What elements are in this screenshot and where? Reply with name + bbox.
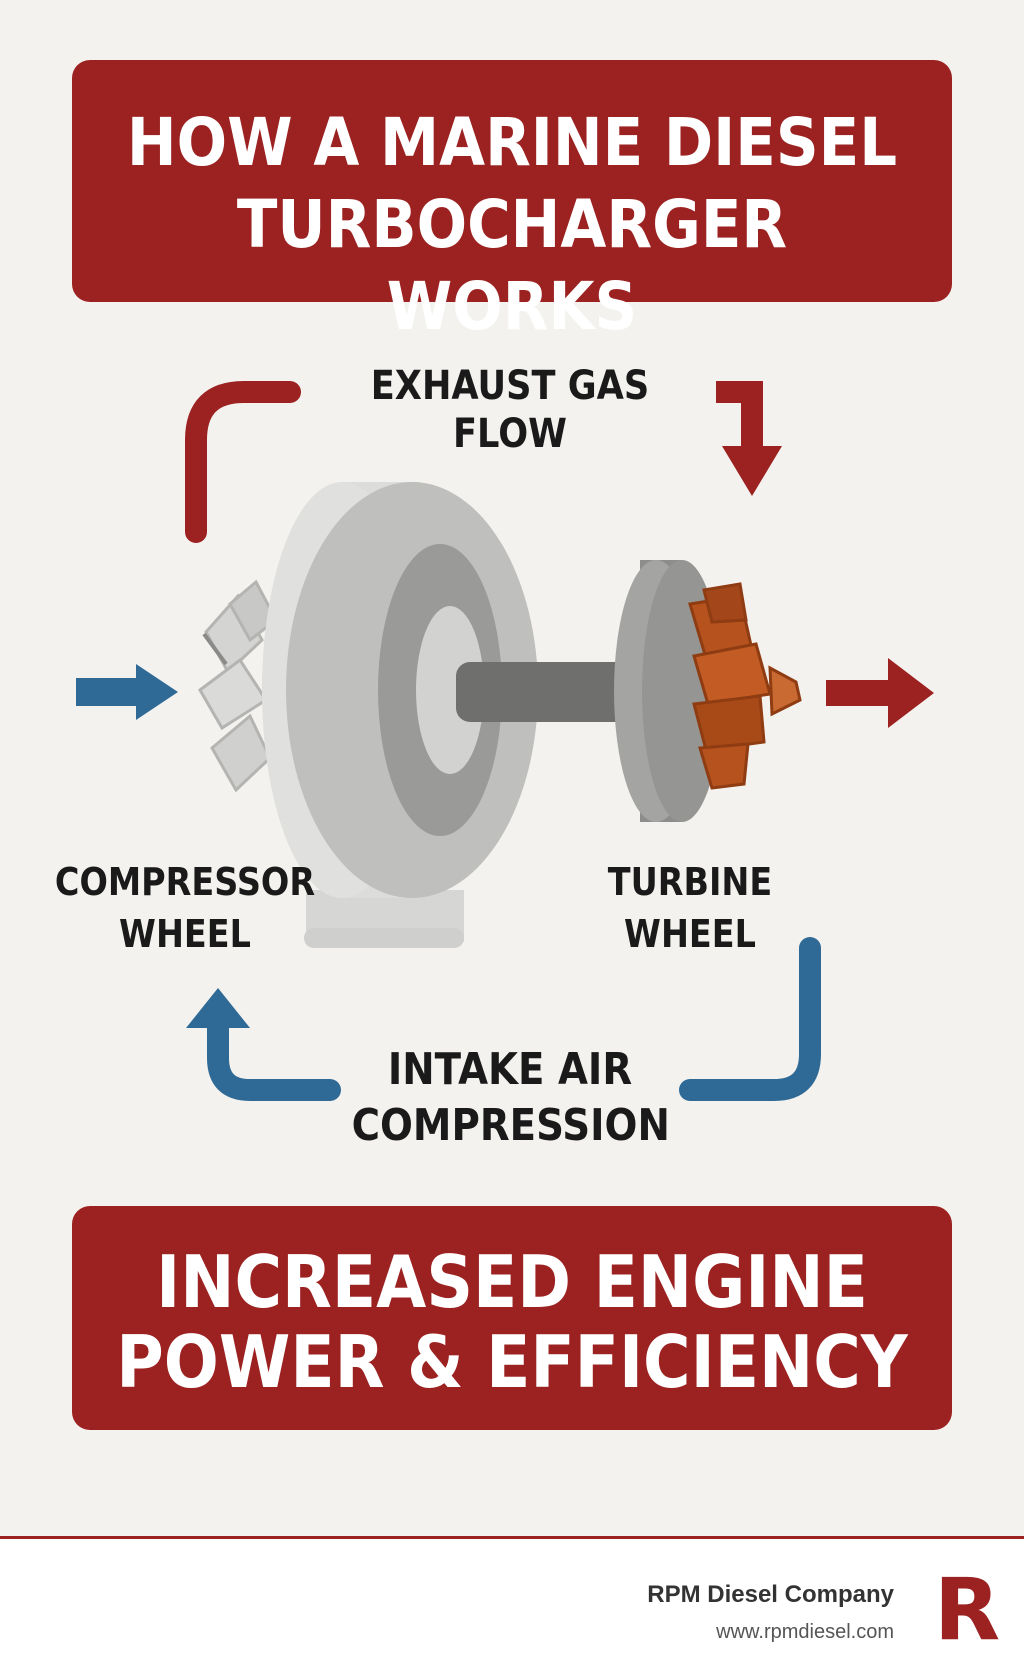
footer-divider bbox=[0, 1536, 1024, 1539]
compressor-label-line-1: COMPRESSOR bbox=[54, 860, 316, 904]
result-line-1: INCREASED ENGINE bbox=[156, 1240, 868, 1324]
logo-letter: R bbox=[934, 1560, 1000, 1649]
title-banner: HOW A MARINE DIESEL TURBOCHARGER WORKS bbox=[72, 60, 952, 345]
result-banner: INCREASED ENGINE POWER & EFFICIENCY bbox=[72, 1206, 952, 1430]
turbo-shaft bbox=[456, 662, 634, 722]
title-line-2: TURBOCHARGER WORKS bbox=[236, 186, 788, 345]
exhaust-flow-arrow-icon bbox=[185, 381, 782, 543]
turbine-label-line-1: TURBINE bbox=[607, 860, 773, 904]
company-name: RPM Diesel Company bbox=[647, 1581, 894, 1608]
compressor-label-line-2: WHEEL bbox=[119, 912, 251, 956]
compressor-housing bbox=[262, 482, 538, 948]
air-in-arrow-icon bbox=[76, 664, 178, 720]
compressor-wheel-label: COMPRESSOR WHEEL bbox=[49, 856, 322, 960]
result-line-2: POWER & EFFICIENCY bbox=[116, 1320, 908, 1404]
intake-flow-arrow-icon bbox=[186, 937, 821, 1101]
turbine-wheel-label: TURBINE WHEEL bbox=[584, 856, 795, 960]
compressor-wheel-icon bbox=[198, 579, 278, 793]
intake-label-line-2: COMPRESSION bbox=[351, 1100, 670, 1151]
intake-label-line-1: INTAKE AIR bbox=[387, 1044, 633, 1095]
rpm-logo-icon: R bbox=[934, 1560, 1000, 1649]
exhaust-out-arrow-icon bbox=[826, 658, 934, 728]
title-line-1: HOW A MARINE DIESEL bbox=[126, 104, 898, 181]
turbine-label-line-2: WHEEL bbox=[624, 912, 756, 956]
exhaust-gas-flow-label: EXHAUST GAS FLOW bbox=[370, 363, 650, 457]
turbine-wheel-icon bbox=[688, 582, 802, 790]
intake-air-compression-label: INTAKE AIR COMPRESSION bbox=[351, 1042, 670, 1154]
footer: RPM Diesel Company www.rpmdiesel.com R bbox=[0, 1539, 1024, 1666]
company-website-link[interactable]: www.rpmdiesel.com bbox=[716, 1621, 894, 1643]
